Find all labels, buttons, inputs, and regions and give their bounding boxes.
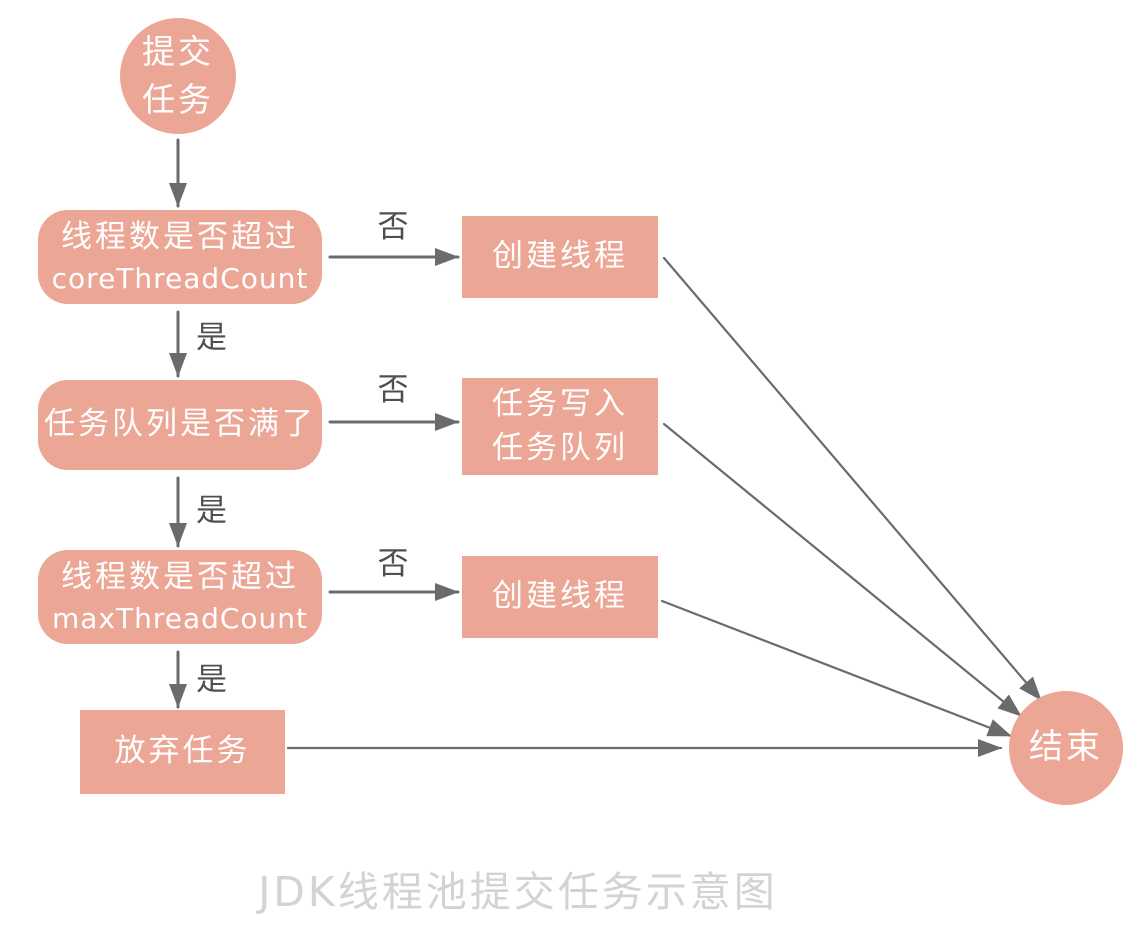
- edge-label-no-1: 否: [377, 209, 409, 245]
- diagram-caption: JDK线程池提交任务示意图: [258, 868, 778, 916]
- process-create-thread-2: 创建线程: [462, 556, 658, 638]
- decision-check-core-line1: 线程数是否超过: [61, 218, 299, 255]
- start-node-line1: 提交: [142, 32, 214, 72]
- arrow-createthread1-to-end: [662, 256, 1043, 702]
- process-reject-task-label: 放弃任务: [114, 733, 251, 770]
- decision-check-core-line2: coreThreadCount: [51, 262, 309, 296]
- decision-task-queue-full-label: 任务队列是否满了: [44, 406, 316, 443]
- process-create-thread-1-label: 创建线程: [492, 238, 628, 275]
- edge-label-no-2: 否: [377, 372, 409, 408]
- process-create-thread-2-label: 创建线程: [492, 578, 628, 615]
- arrow-createthread2-to-end: [660, 599, 1013, 738]
- decision-check-max-line1: 线程数是否超过: [61, 558, 299, 595]
- process-reject-task: 放弃任务: [80, 710, 285, 794]
- start-node: 提交 任务: [120, 18, 236, 134]
- process-write-task-queue-line1: 任务写入: [492, 386, 628, 423]
- process-create-thread-1: 创建线程: [462, 216, 658, 298]
- decision-task-queue-full: 任务队列是否满了: [38, 380, 322, 470]
- start-node-line2: 任务: [142, 80, 214, 119]
- process-write-task-queue-line2: 任务队列: [492, 429, 628, 466]
- edge-label-yes-3: 是: [196, 662, 227, 698]
- edge-label-yes-1: 是: [196, 320, 227, 356]
- decision-check-max-thread-count: 线程数是否超过 maxThreadCount: [38, 550, 322, 644]
- decision-check-max-line2: maxThreadCount: [51, 602, 309, 636]
- edge-label-no-3: 否: [377, 546, 409, 582]
- end-node: 结束: [1009, 691, 1123, 805]
- end-node-label: 结束: [1029, 727, 1103, 768]
- edge-label-yes-2: 是: [196, 493, 227, 529]
- decision-check-core-thread-count: 线程数是否超过 coreThreadCount: [38, 210, 322, 304]
- process-write-task-queue: 任务写入 任务队列: [462, 378, 658, 475]
- arrow-enqueue-to-end: [662, 422, 1023, 718]
